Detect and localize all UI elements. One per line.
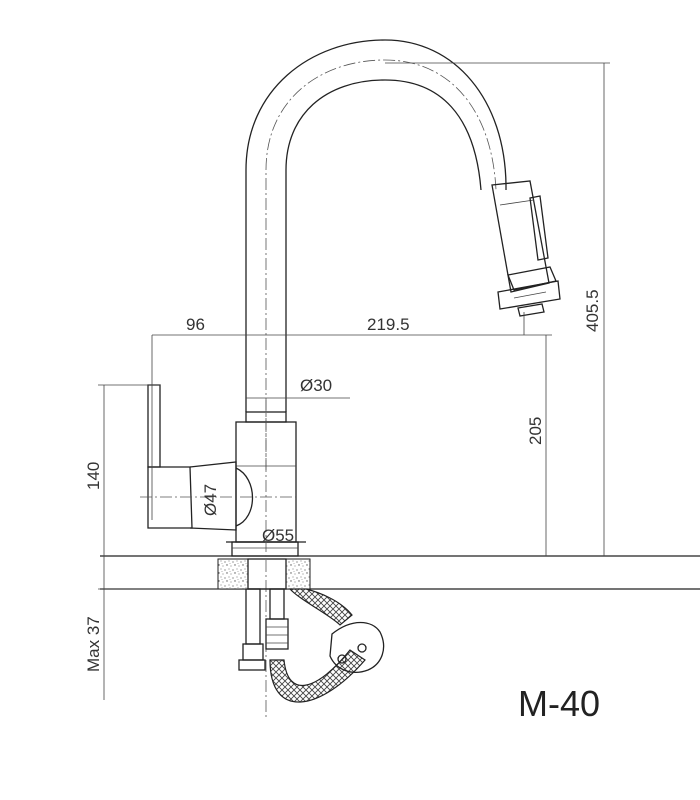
dim-body-diameter: Ø47: [201, 484, 220, 516]
dim-spout-span: 219.5: [367, 315, 410, 334]
hoses: [238, 588, 385, 703]
dim-spout-diameter: Ø30: [300, 376, 332, 395]
dim-handle-height: 140: [84, 462, 103, 490]
dim-spout-reach: 96: [186, 315, 205, 334]
spray-head: [491, 180, 561, 317]
dim-max-counter: Max 37: [84, 616, 103, 672]
dim-spout-height: 205: [526, 417, 545, 445]
counter-section: [217, 558, 311, 590]
spout: [245, 39, 507, 470]
faucet-body: [226, 400, 306, 720]
dimension-lines: [98, 62, 610, 700]
countertop: [100, 555, 700, 590]
model-label: M-40: [518, 683, 600, 724]
dim-base-diameter: Ø55: [262, 526, 294, 545]
dim-total-height: 405.5: [583, 289, 602, 332]
handle: [140, 384, 296, 531]
